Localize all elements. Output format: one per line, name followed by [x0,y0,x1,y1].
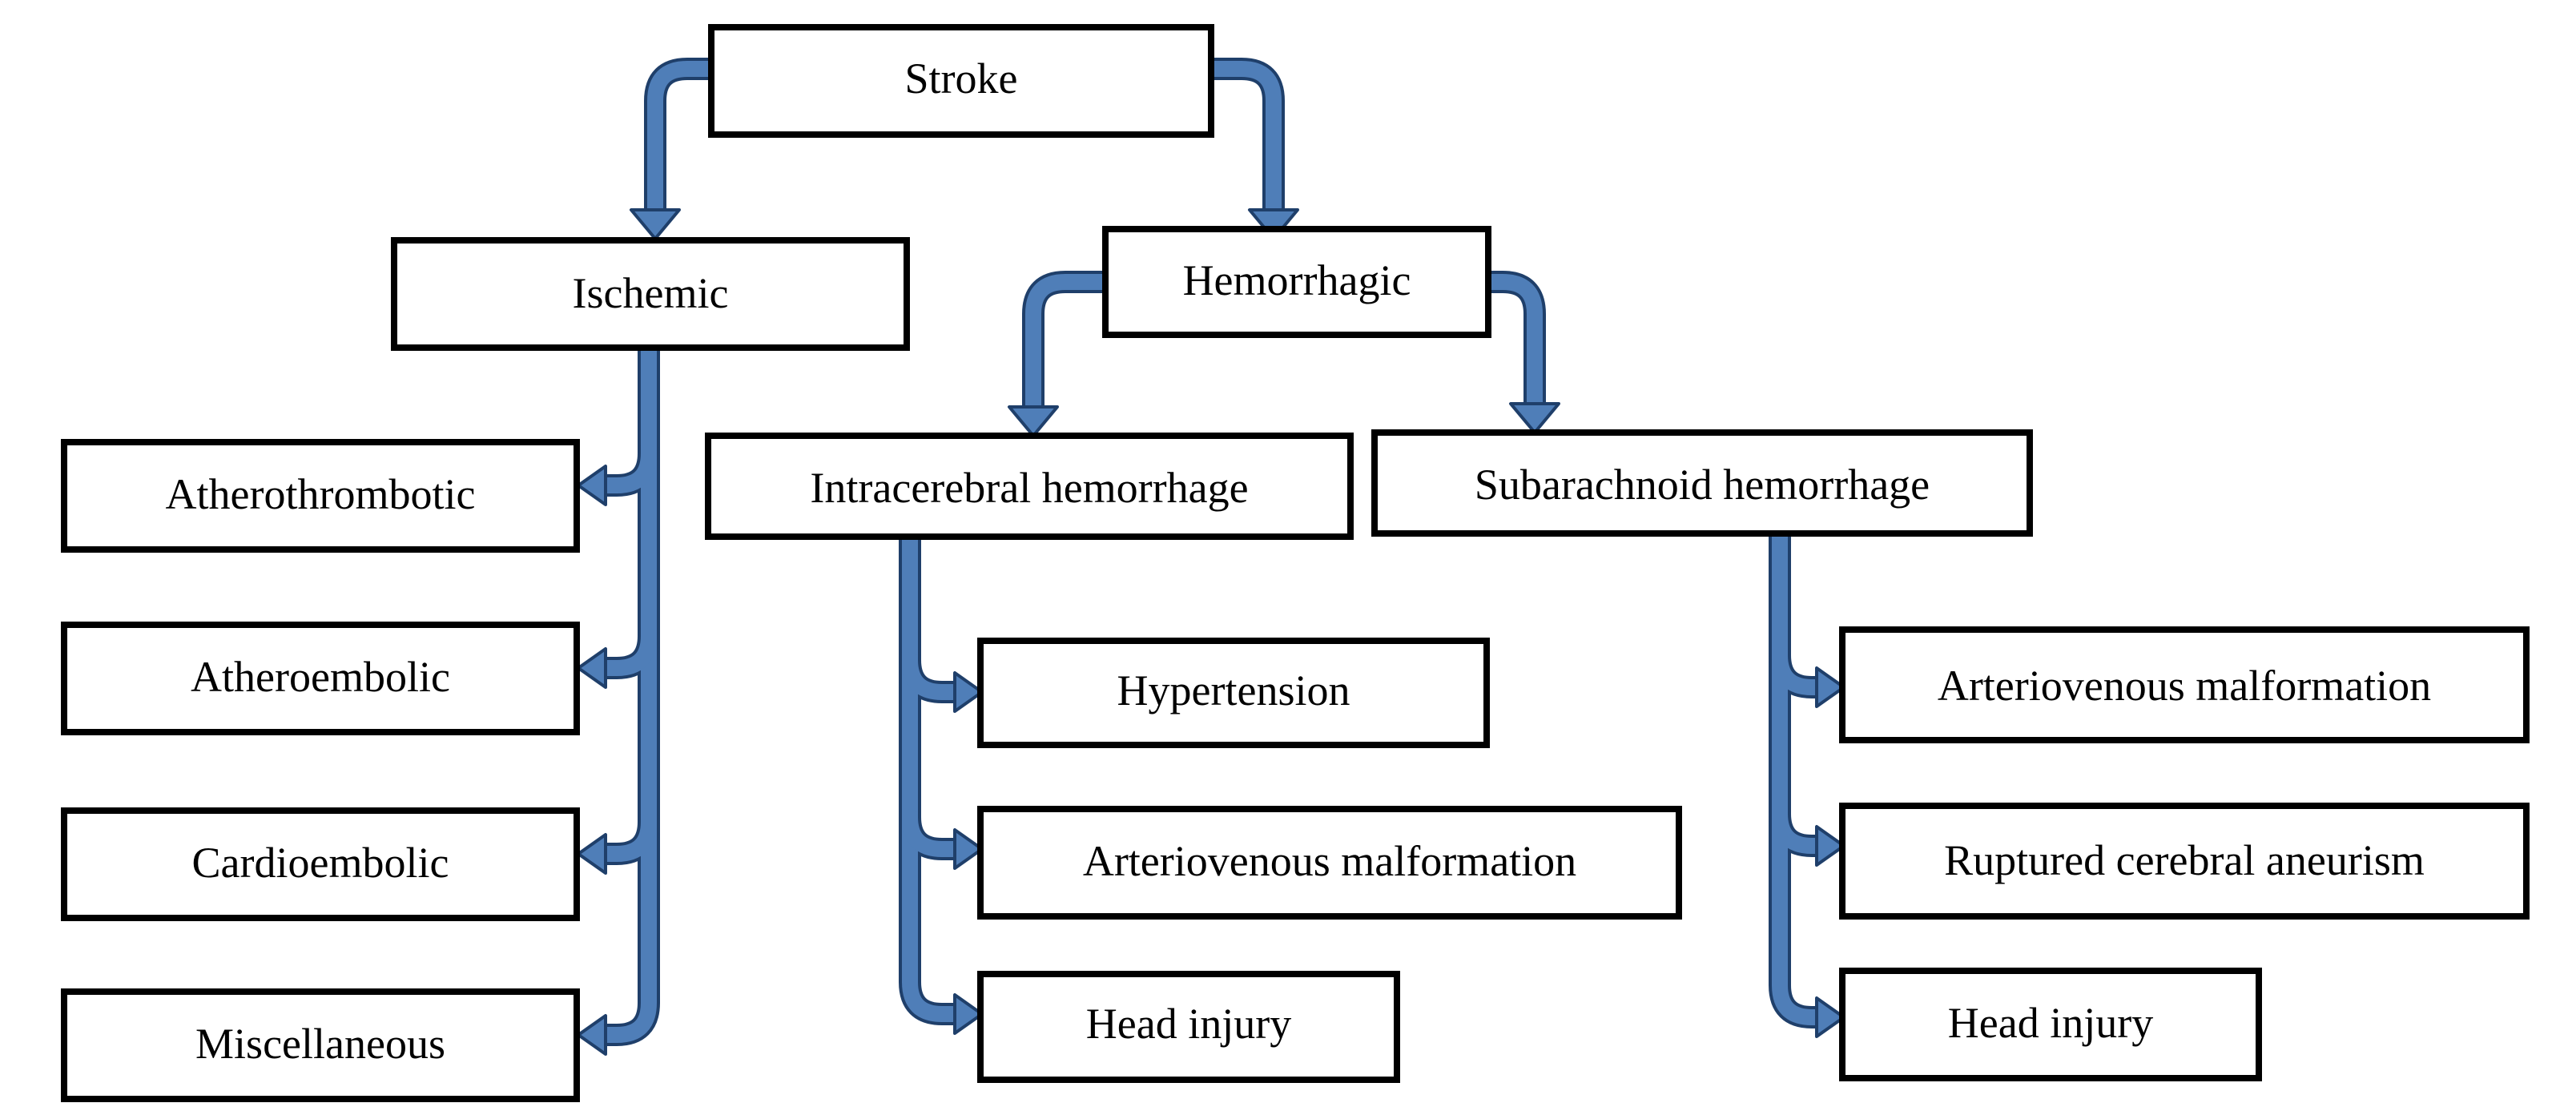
node-label: Head injury [1086,1000,1291,1048]
node-atherothrombotic: Atherothrombotic [61,439,580,553]
arrowhead [953,828,984,870]
connectors [577,58,1845,1056]
node-stroke: Stroke [708,24,1214,138]
nodes: Stroke Ischemic Hemorrhagic Atherothromb… [61,24,2530,1102]
node-label: Atheroembolic [191,653,450,701]
arrowhead [577,1014,607,1056]
arrowhead [1815,666,1845,708]
node-ischemic: Ischemic [391,237,910,351]
node-hemorrhagic: Hemorrhagic [1102,226,1491,338]
node-atheroembolic: Atheroembolic [61,622,580,735]
connector-ischemic-trunk [577,338,660,1056]
arrowhead [1008,405,1059,437]
node-label: Miscellaneous [195,1020,445,1068]
arrowhead [630,208,681,240]
node-label: Ruptured cerebral aneurism [1944,836,2425,884]
arrowhead [1509,402,1560,434]
node-label: Intracerebral hemorrhage [810,464,1248,512]
node-label: Stroke [905,54,1018,103]
connector-subarachnoid-trunk [1769,522,1845,1038]
arrowhead [1815,825,1845,867]
connector-hemorrhagic-subarachnoid [1477,271,1560,434]
node-sah-arteriovenous-malformation: Arteriovenous malformation [1839,626,2530,743]
arrowhead [953,671,984,713]
connector-hemorrhagic-intracerebral [1008,271,1117,437]
node-sah-head-injury: Head injury [1839,968,2262,1081]
node-ich-hypertension: Hypertension [977,638,1490,748]
node-label: Cardioembolic [192,839,449,887]
arrowhead [577,647,607,689]
node-ich-head-injury: Head injury [977,971,1400,1083]
node-label: Ischemic [573,269,729,317]
arrowhead [577,465,607,506]
node-label: Arteriovenous malformation [1083,837,1576,885]
node-subarachnoid-hemorrhage: Subarachnoid hemorrhage [1371,429,2033,537]
node-intracerebral-hemorrhage: Intracerebral hemorrhage [705,433,1354,540]
node-label: Hypertension [1117,666,1350,714]
node-label: Hemorrhagic [1183,256,1411,304]
arrowhead [1815,996,1845,1038]
node-ich-arteriovenous-malformation: Arteriovenous malformation [977,806,1682,920]
node-label: Atherothrombotic [166,470,476,518]
arrowhead [1248,208,1299,240]
arrowhead [953,993,984,1035]
node-label: Arteriovenous malformation [1938,662,2431,710]
node-sah-ruptured-cerebral-aneurism: Ruptured cerebral aneurism [1839,803,2530,920]
arrowhead [577,833,607,875]
node-miscellaneous: Miscellaneous [61,988,580,1102]
node-label: Subarachnoid hemorrhage [1475,461,1930,509]
connector-stroke-ischemic [630,58,722,240]
node-label: Head injury [1948,999,2153,1047]
node-cardioembolic: Cardioembolic [61,807,580,921]
connector-stroke-hemorrhagic [1200,58,1299,240]
connector-intracerebral-trunk [899,527,984,1035]
